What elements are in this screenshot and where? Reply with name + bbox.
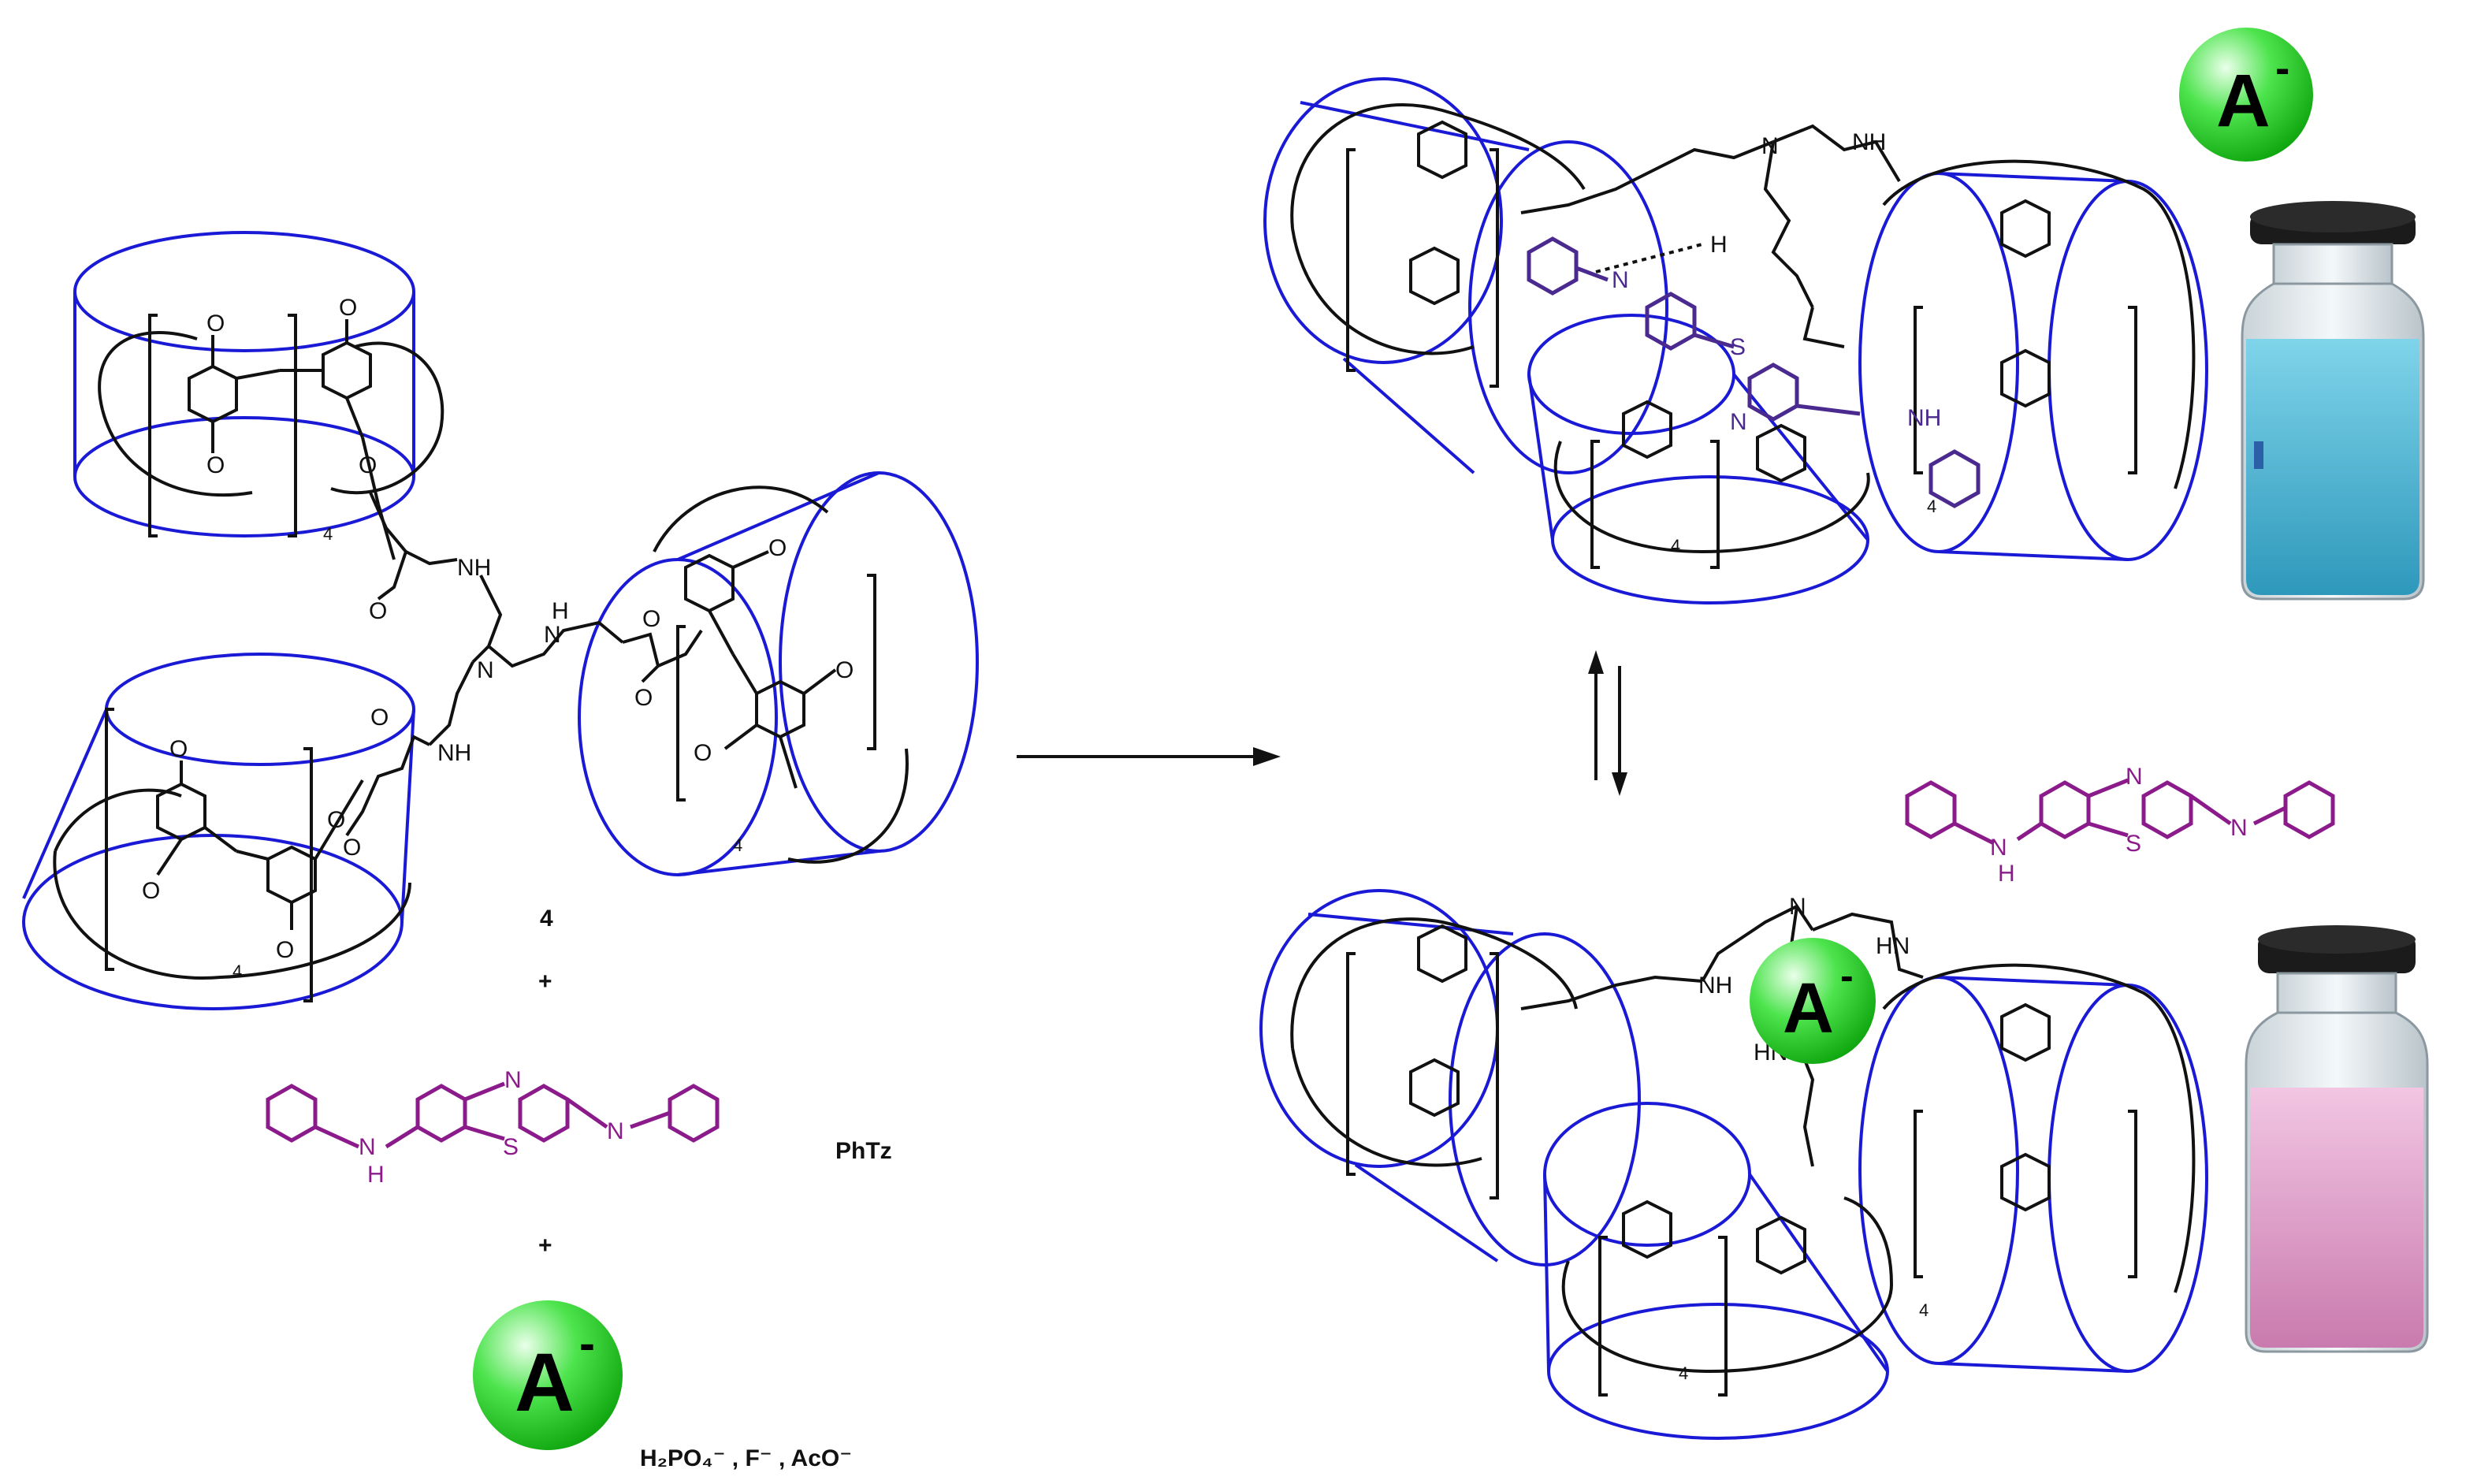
amide-nh-label: NH	[457, 555, 491, 581]
nh-hydrogen-label: H	[1710, 232, 1728, 258]
tertiary-amine-label: N	[1789, 894, 1806, 920]
amide-nh-label: NH	[1698, 973, 1732, 999]
pillararene-macrocycle	[1882, 963, 2196, 1293]
methoxy-label: O	[206, 311, 225, 337]
pillararene-cylinder	[1527, 314, 1869, 604]
free-phtz-dye-structure	[1905, 778, 2335, 846]
pillararene-macrocycle	[1561, 1196, 1894, 1397]
anion-label: A	[2216, 59, 2271, 143]
pillararene-macrocycle	[1553, 400, 1870, 569]
methoxy-label: O	[694, 740, 712, 766]
dye-n-label: N	[2230, 815, 2248, 841]
bound-dye-s-label: S	[1730, 334, 1746, 360]
dye-n-label: N	[504, 1067, 522, 1093]
anion-charge: -	[1840, 954, 1854, 998]
methoxy-label: O	[339, 295, 357, 321]
pillararene-cylinder	[1263, 77, 1668, 474]
bound-dye-n-label: N	[1612, 267, 1629, 293]
green-sphere-icon: A -	[473, 1300, 623, 1450]
amide-h-label: H	[552, 598, 569, 624]
carbonyl-oxygen-label: O	[370, 705, 389, 731]
methoxy-label: O	[276, 937, 294, 963]
anion-label: A	[1783, 969, 1834, 1048]
anion-list: H₂PO₄⁻ , F⁻ , AcO⁻	[640, 1445, 852, 1471]
pillararene-macrocycle	[1882, 159, 2196, 489]
bound-phtz-dye	[1527, 236, 1981, 508]
methoxy-label: O	[835, 657, 854, 683]
anion-charge: -	[2275, 43, 2289, 92]
anion-label: A	[515, 1337, 575, 1429]
ether-oxygen-label: O	[343, 835, 361, 861]
pillararene-cylinder	[1858, 976, 2208, 1373]
pillararene-cylinder	[22, 653, 415, 1010]
repeat-subscript: 4	[323, 524, 333, 544]
dye-s-label: S	[2126, 831, 2141, 857]
dye-label: PhTz	[835, 1138, 892, 1164]
vial-blue-solution-icon	[2241, 201, 2425, 601]
dye-h-label: H	[367, 1162, 385, 1188]
repeat-subscript: 4	[733, 835, 742, 855]
methoxy-label: O	[768, 535, 787, 561]
pillararene-cylinder	[1259, 889, 1641, 1266]
pillararene-cylinder	[1858, 172, 2208, 561]
anion-charge: -	[579, 1317, 595, 1370]
ether-oxygen-label: O	[642, 606, 660, 632]
tertiary-amine-label: N	[1761, 133, 1779, 159]
equilibrium-arrows	[1588, 650, 1627, 796]
pillararene-macrocycle	[98, 314, 444, 560]
pillararene-macrocycle	[1290, 917, 1578, 1199]
plus-sign: +	[538, 969, 552, 995]
pillararene-macrocycle	[1290, 103, 1586, 388]
tren-linker	[1520, 124, 1901, 348]
repeat-subscript: 4	[1919, 1300, 1929, 1320]
dye-n-label: N	[2126, 764, 2143, 790]
methoxy-label: O	[359, 452, 377, 478]
tren-linker	[345, 492, 703, 837]
plus-sign: +	[538, 1233, 552, 1259]
vial-pink-solution-icon	[2245, 925, 2429, 1353]
methoxy-label: O	[327, 807, 345, 833]
dye-n-label: N	[607, 1118, 624, 1144]
dye-n-label: N	[359, 1134, 376, 1160]
compound-label: 4	[540, 906, 553, 932]
compound-4-structure: O O O O 4 O O O O 4	[22, 231, 979, 1010]
complex-with-phtz-structure: H N NH N S N NH 4 4	[1263, 77, 2208, 604]
repeat-subscript: 4	[232, 961, 242, 981]
methoxy-label: O	[169, 736, 188, 762]
methoxy-label: O	[206, 452, 225, 478]
bound-dye-nh-label: NH	[1907, 405, 1941, 431]
pillararene-cylinder	[1543, 1102, 1889, 1440]
carbonyl-oxygen-label: O	[634, 685, 653, 711]
phtz-dye-structure	[266, 1081, 720, 1149]
pillararene-cylinder	[578, 471, 979, 876]
bound-dye-n-label: N	[1730, 409, 1747, 435]
dye-n-label: N	[1990, 835, 2007, 861]
repeat-subscript: 4	[1671, 536, 1680, 556]
green-sphere-icon: A -	[1750, 938, 1876, 1064]
repeat-subscript: 4	[1927, 497, 1936, 516]
pillararene-macrocycle	[653, 485, 909, 864]
carbonyl-oxygen-label: O	[369, 598, 387, 624]
repeat-subscript: 4	[1679, 1363, 1688, 1383]
methoxy-label: O	[142, 878, 160, 904]
amide-nh-label: NH	[437, 740, 471, 766]
reaction-arrow	[1017, 747, 1281, 766]
amide-nh-label: NH	[1852, 129, 1886, 155]
anion-bound-host-structure: NH N HN HN 4 4	[1259, 889, 2208, 1440]
amide-hn-label: HN	[1876, 933, 1910, 959]
pillararene-macrocycle	[53, 708, 411, 1002]
pillararene-cylinder	[73, 231, 415, 537]
tertiary-amine-label: N	[477, 657, 494, 683]
amide-n-label: N	[544, 622, 561, 648]
dye-h-label: H	[1998, 861, 2015, 887]
dye-s-label: S	[503, 1134, 519, 1160]
green-sphere-icon: A -	[2179, 28, 2313, 162]
